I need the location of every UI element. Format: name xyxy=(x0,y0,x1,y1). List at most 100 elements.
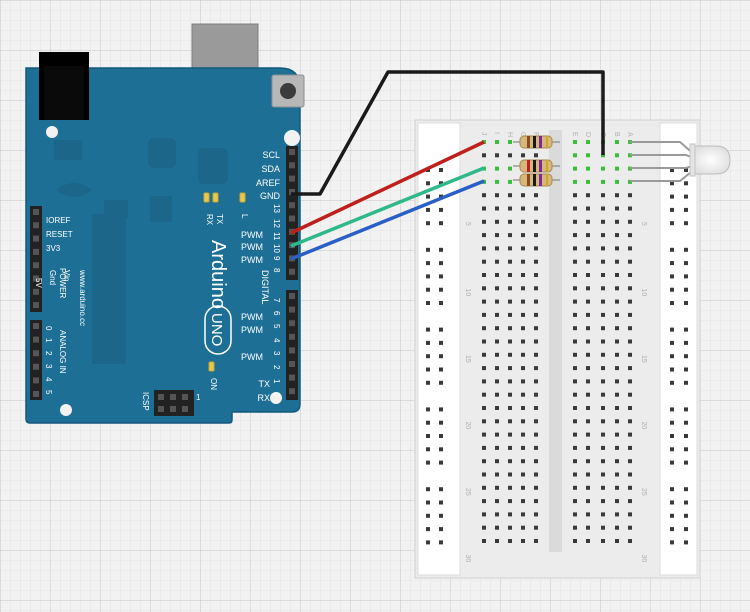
breadboard-hole xyxy=(508,459,512,464)
breadboard-hole xyxy=(495,140,499,144)
breadboard-hole xyxy=(573,432,577,437)
breadboard-hole xyxy=(495,259,499,264)
breadboard-hole xyxy=(508,312,512,317)
board-chip xyxy=(198,148,228,184)
breadboard-hole xyxy=(573,499,577,504)
pin-number-2: 2 xyxy=(272,365,281,370)
breadboard-hole xyxy=(495,312,499,317)
breadboard-hole xyxy=(495,539,499,543)
breadboard-hole xyxy=(482,406,486,410)
breadboard-hole xyxy=(508,339,512,344)
header-pin xyxy=(33,222,39,229)
rail-hole xyxy=(426,340,430,345)
breadboard-hole xyxy=(534,246,538,251)
header-pin xyxy=(33,336,39,343)
breadboard-hole xyxy=(601,406,605,410)
rail-hole xyxy=(426,301,430,305)
breadboard-hole xyxy=(482,525,486,530)
pin-label-gnd: GND xyxy=(260,191,281,201)
breadboard-hole xyxy=(508,499,512,504)
arduino-board: SCL SDA AREF GND 13 12 11 10 9 8 PWM PWM… xyxy=(25,23,305,424)
rail-hole xyxy=(426,207,430,212)
breadboard-hole xyxy=(482,512,486,517)
rail-hole xyxy=(670,500,674,505)
uno-badge xyxy=(204,305,232,355)
breadboard-hole xyxy=(534,459,538,464)
breadboard-hole xyxy=(573,525,577,530)
breadboard-hole xyxy=(495,499,499,504)
header-digital-bottom xyxy=(286,290,298,400)
breadboard-hole xyxy=(628,445,632,450)
header-pin xyxy=(33,248,39,255)
rail-hole xyxy=(439,420,443,425)
breadboard-hole xyxy=(573,233,577,238)
breadboard-hole xyxy=(495,459,499,464)
breadboard-hole xyxy=(521,366,525,371)
board-chip xyxy=(148,138,176,168)
breadboard-hole xyxy=(482,299,486,304)
rail-hole xyxy=(439,301,443,305)
mounting-hole xyxy=(60,404,72,416)
breadboard-hole xyxy=(615,366,619,371)
breadboard-hole xyxy=(601,419,605,424)
breadboard-hole xyxy=(521,406,525,410)
rail-hole xyxy=(684,340,688,345)
breadboard-hole xyxy=(534,219,538,224)
breadboard-hole xyxy=(508,539,512,543)
breadboard-hole xyxy=(534,485,538,490)
breadboard-hole xyxy=(495,379,499,384)
breadboard-hole xyxy=(495,392,499,397)
rail-hole xyxy=(426,194,430,199)
breadboard-hole xyxy=(628,392,632,397)
mounting-hole xyxy=(270,392,282,404)
breadboard-row-marker: 15 xyxy=(464,355,471,363)
breadboard-hole xyxy=(482,539,486,543)
rail-hole xyxy=(439,434,443,438)
breadboard-hole xyxy=(601,233,605,238)
header-pin xyxy=(33,235,39,242)
rail-hole xyxy=(684,221,688,226)
breadboard-hole xyxy=(534,339,538,344)
rail-hole xyxy=(426,261,430,266)
breadboard-hole xyxy=(615,419,619,424)
breadboard-hole xyxy=(482,379,486,384)
rail-hole xyxy=(670,367,674,372)
breadboard-hole xyxy=(573,286,577,291)
header-pin xyxy=(289,374,295,381)
breadboard-row-marker: 20 xyxy=(640,422,647,430)
breadboard-hole xyxy=(521,219,525,224)
wire-blue xyxy=(290,179,485,261)
breadboard-hole xyxy=(601,432,605,437)
header-pin xyxy=(289,333,295,340)
breadboard-hole xyxy=(508,472,512,477)
breadboard-hole xyxy=(573,366,577,371)
breadboard-hole xyxy=(615,539,619,543)
pin-number-10: 10 xyxy=(272,244,281,253)
breadboard-hole xyxy=(628,406,632,410)
header-pin xyxy=(289,215,295,222)
breadboard-hole xyxy=(495,299,499,304)
header-pin xyxy=(289,149,295,155)
breadboard-hole xyxy=(534,539,538,543)
rail-hole xyxy=(439,340,443,345)
breadboard-hole xyxy=(573,246,577,251)
board-chip xyxy=(104,200,128,218)
rail-hole xyxy=(439,513,443,518)
rail-hole xyxy=(670,460,674,465)
pin-number-1: 1 xyxy=(272,379,281,384)
pin-number-11: 11 xyxy=(272,232,281,241)
breadboard-hole xyxy=(573,326,577,331)
breadboard-hole xyxy=(534,406,538,410)
uno-logo-text: UNO xyxy=(208,313,225,346)
header-pin xyxy=(33,262,39,269)
breadboard-hole xyxy=(628,299,632,304)
breadboard-hole xyxy=(586,352,590,357)
rail-hole xyxy=(426,181,430,186)
breadboard-hole xyxy=(628,193,632,198)
breadboard-hole xyxy=(508,419,512,424)
breadboard-hole xyxy=(586,179,590,184)
breadboard-hole xyxy=(534,326,538,331)
breadboard-hole xyxy=(521,326,525,331)
led-label-l: L xyxy=(240,214,249,219)
